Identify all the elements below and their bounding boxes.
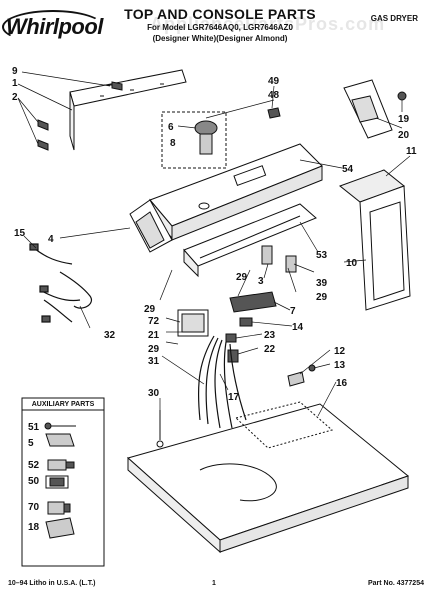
callout-14: 14 xyxy=(292,322,304,333)
page-title: TOP AND CONSOLE PARTS xyxy=(124,6,316,22)
aux-part-52-illustration xyxy=(47,459,75,471)
callout-9: 9 xyxy=(12,66,18,77)
callouts: 9 1 2 49 48 6 8 19 20 54 11 4 15 53 10 3… xyxy=(12,66,417,403)
callout-12: 12 xyxy=(334,346,346,357)
callout-19: 19 xyxy=(398,114,410,125)
aux-parts-title: AUXILIARY PARTS xyxy=(31,401,95,408)
callout-53: 53 xyxy=(316,250,328,261)
part-motor-72 xyxy=(177,309,209,337)
callout-13: 13 xyxy=(334,360,346,371)
aux-item-5: 5 xyxy=(28,438,34,449)
part-clamp-12 xyxy=(287,371,305,387)
aux-item-18: 18 xyxy=(28,522,40,533)
callout-29-c: 29 xyxy=(316,292,328,303)
part-console-back-10 xyxy=(359,185,411,311)
callout-15: 15 xyxy=(14,228,26,239)
callout-21: 21 xyxy=(148,330,160,341)
part-power-harness-32 xyxy=(29,243,92,323)
model-line: For Model LGR7646AQ0, LGR7646AZ0 xyxy=(147,23,293,32)
callout-23: 23 xyxy=(264,330,276,341)
brand-logo: Whirlpool xyxy=(6,14,103,39)
aux-parts-box: 51 5 52 50 70 18 xyxy=(21,397,105,567)
part-spring-30 xyxy=(156,410,164,448)
callout-32: 32 xyxy=(104,330,116,341)
callout-30: 30 xyxy=(148,388,160,399)
aux-item-70: 70 xyxy=(28,502,40,513)
variant-line: (Designer White)(Designer Almond) xyxy=(152,34,288,43)
aux-part-5-illustration xyxy=(45,433,75,447)
part-knob-6 xyxy=(161,111,227,169)
aux-item-51: 51 xyxy=(28,422,40,433)
callout-54: 54 xyxy=(342,164,354,175)
part-right-endcap-20 xyxy=(343,79,393,139)
part-control-mount-53 xyxy=(183,203,317,278)
aux-part-70-illustration xyxy=(47,501,71,515)
product-type: GAS DRYER xyxy=(370,14,418,23)
part-console-panel-54 xyxy=(149,143,323,241)
part-timer-7 xyxy=(229,291,277,313)
part-connector-14 xyxy=(239,317,253,327)
aux-part-50-illustration xyxy=(45,475,69,489)
part-rear-bracket xyxy=(69,69,187,151)
callout-6: 6 xyxy=(168,122,174,133)
footer-litho: 10–94 Litho in U.S.A. (L.T.) xyxy=(8,580,96,587)
aux-part-18-illustration xyxy=(45,517,75,539)
callout-48: 48 xyxy=(268,90,280,101)
aux-part-51-illustration xyxy=(44,422,76,430)
callout-7: 7 xyxy=(290,306,296,317)
part-wire-harness-31 xyxy=(197,335,247,429)
callout-72: 72 xyxy=(148,316,160,327)
part-switch-3 xyxy=(261,245,273,265)
callout-3: 3 xyxy=(258,276,264,287)
part-switch-39 xyxy=(285,255,297,273)
part-top-panel-16 xyxy=(126,401,410,554)
callout-29-a: 29 xyxy=(236,272,248,283)
aux-item-52: 52 xyxy=(28,460,40,471)
callout-1: 1 xyxy=(12,78,18,89)
watermark: AppliancePartsPros.com xyxy=(150,14,386,34)
leader-lines xyxy=(17,71,411,417)
callout-49: 49 xyxy=(268,76,280,87)
callout-16: 16 xyxy=(336,378,348,389)
part-screw-19 xyxy=(397,91,407,101)
callout-4: 4 xyxy=(48,234,54,245)
part-clip-49 xyxy=(267,107,281,119)
callout-39: 39 xyxy=(316,278,328,289)
callout-29-d: 29 xyxy=(148,344,160,355)
part-number: Part No. 4377254 xyxy=(367,580,424,587)
brand-logo-ring xyxy=(2,10,104,44)
callout-22: 22 xyxy=(264,344,276,355)
aux-item-50: 50 xyxy=(28,476,40,487)
part-connector-23 xyxy=(225,333,237,343)
callout-10: 10 xyxy=(346,258,358,269)
part-connector-22 xyxy=(227,349,239,363)
callout-8: 8 xyxy=(170,138,176,149)
callout-20: 20 xyxy=(398,130,410,141)
page-number: 1 xyxy=(212,580,216,587)
callout-31: 31 xyxy=(148,356,160,367)
callout-2: 2 xyxy=(12,92,18,103)
callout-11: 11 xyxy=(406,146,417,157)
callout-29-b: 29 xyxy=(144,304,156,315)
callout-17: 17 xyxy=(228,392,240,403)
part-left-endcap-4 xyxy=(129,199,173,253)
part-screws-2 xyxy=(37,119,49,151)
